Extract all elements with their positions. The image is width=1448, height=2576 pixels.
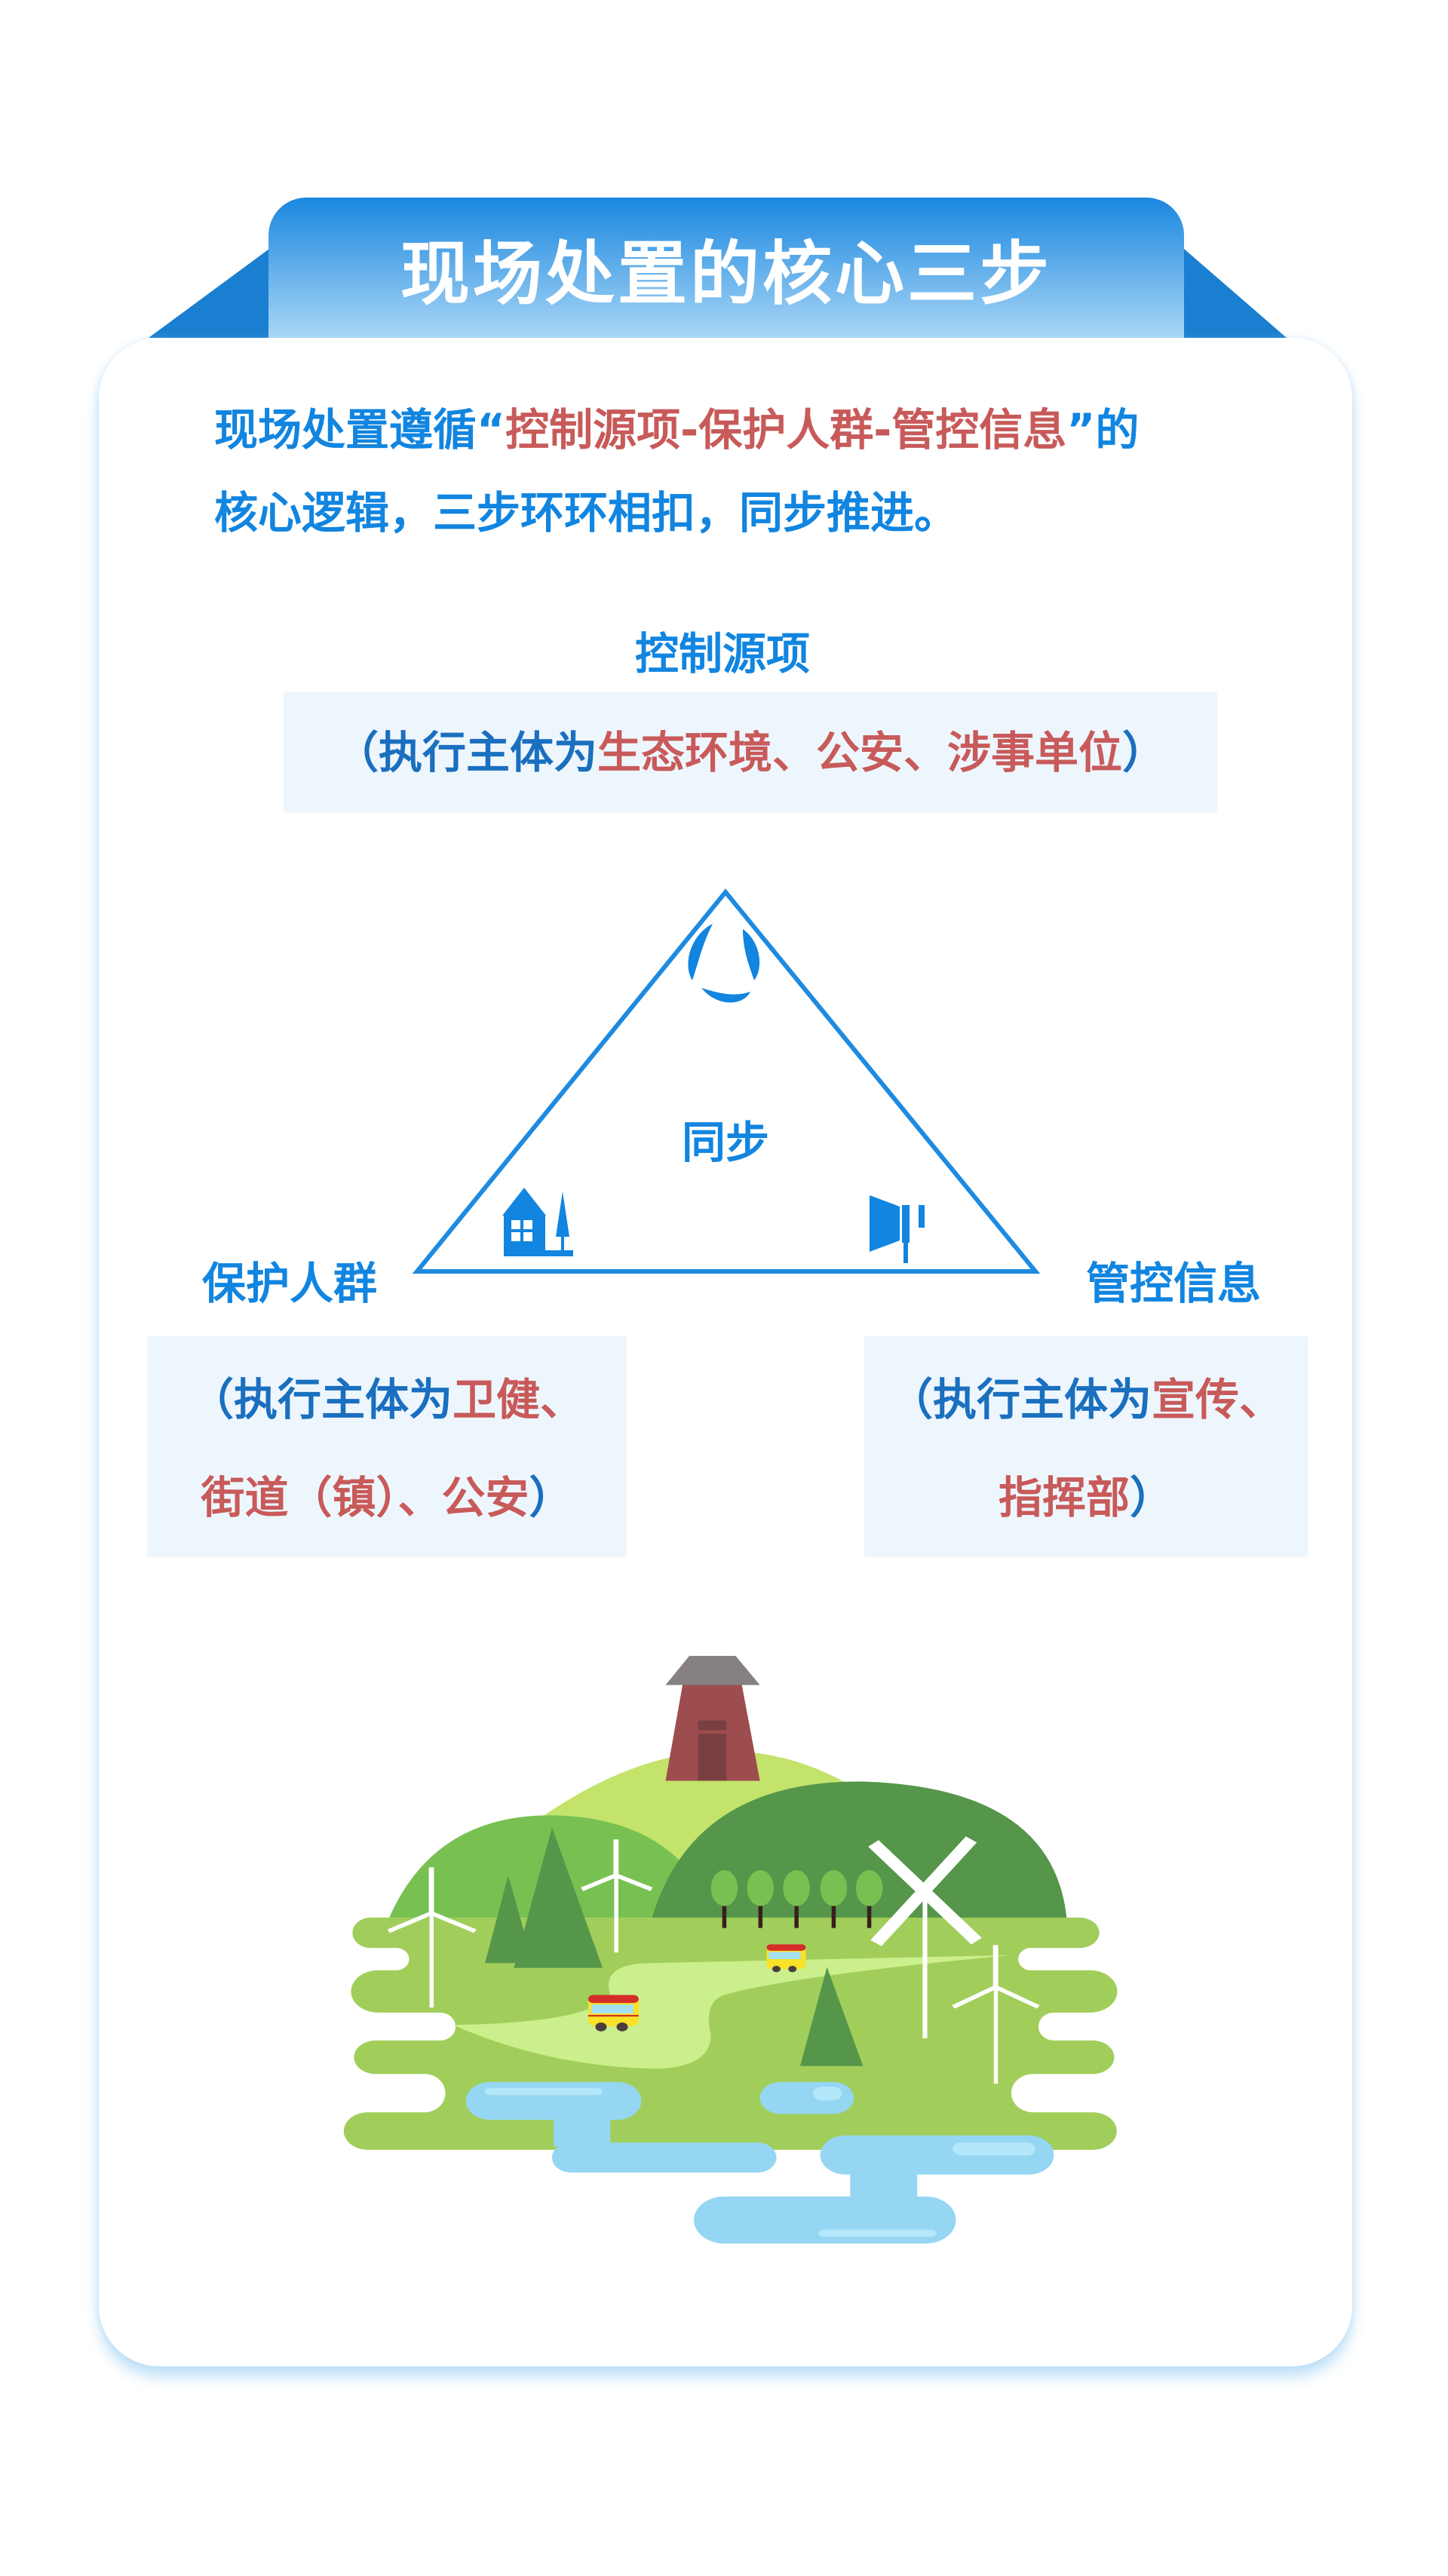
executor-suffix: ） [1130,1472,1174,1523]
executor-box-control-info: （执行主体为宣传、 指挥部） [864,1336,1308,1557]
bus-icon [587,1944,806,2032]
page-title: 现场处置的核心三步 [400,233,1052,314]
title-banner: 现场处置的核心三步 [268,198,1184,338]
executor-prefix: （执行主体为 [189,1374,452,1425]
executor-box-protect-people: （执行主体为卫健、 街道（镇）、公安） [147,1336,627,1557]
intro-paragraph: 现场处置遵循“控制源项-保护人群-管控信息”的 核心逻辑，三步环环相扣，同步推进… [214,388,1285,554]
sync-triangle [412,888,1041,1274]
intro-text: 核心逻辑，三步环环相扣，同步推进。 [214,487,959,538]
wind-turbines [387,1836,1040,2084]
executor-actors: 街道（镇）、公安 [201,1472,529,1523]
recycle-leaves-icon [688,924,760,1003]
banner-wing-left [149,249,269,338]
megaphone-icon [870,1195,925,1263]
triangle-outline [412,888,1041,1274]
banner-wing-right [1184,249,1287,338]
intro-highlight: 控制源项-保护人群-管控信息 [505,404,1067,455]
intro-text: 现场处置遵循“ [214,404,506,455]
pine-trees [485,1827,864,2066]
executor-suffix: ） [1122,727,1167,778]
sync-center-label: 同步 [681,1117,769,1168]
step-label-protect-people: 保护人群 [201,1258,377,1309]
intro-text: ”的 [1066,404,1140,455]
executor-actors: 生态环境、公安、涉事单位 [597,727,1122,778]
road [452,1955,1013,2069]
tower [665,1655,760,1781]
executor-prefix: （执行主体为 [888,1374,1152,1425]
meadow [343,1917,1118,2150]
round-trees [710,1869,883,1928]
executor-actors: 卫健、 [452,1374,584,1425]
water-highlights [485,2087,1035,2237]
executor-actors: 指挥部 [998,1472,1130,1523]
executor-box-control-source: （执行主体为生态环境、公安、涉事单位） [284,692,1217,813]
executor-actors: 宣传、 [1152,1374,1284,1425]
house-tree-icon [502,1188,573,1256]
step-label-control-info: 管控信息 [1085,1258,1261,1309]
executor-prefix: （执行主体为 [334,727,597,778]
executor-suffix: ） [529,1472,573,1523]
step-label-control-source: 控制源项 [634,628,810,679]
countryside-illustration [343,1655,1118,2244]
